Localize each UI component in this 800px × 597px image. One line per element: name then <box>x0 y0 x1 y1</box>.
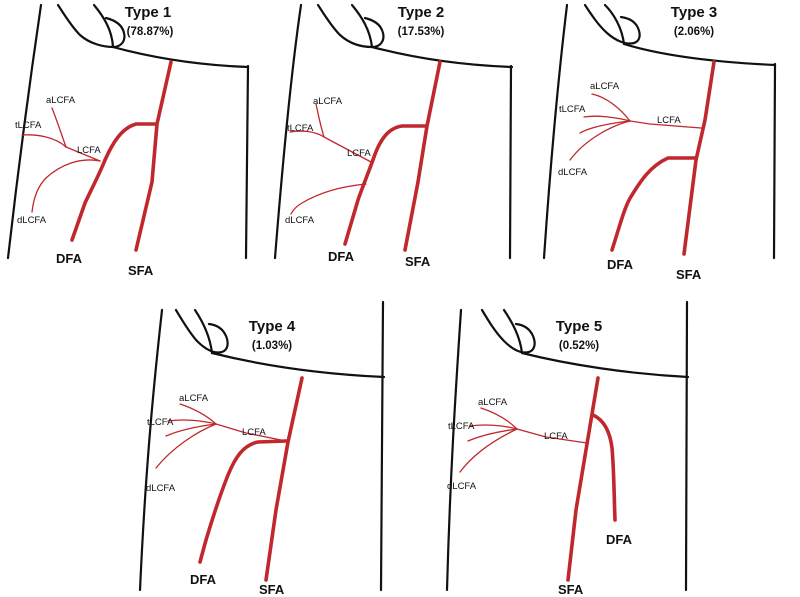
label-sfa: SFA <box>676 267 702 282</box>
tlcfa-vessel <box>583 115 631 122</box>
dlcfa-vessel <box>31 159 101 213</box>
alcfa-vessel <box>480 407 518 430</box>
tlcfa-branch-vessel <box>165 423 217 437</box>
panel-type-3: Type 3 (2.06%) aLCFA tLCFA LCFA dLCFA DF… <box>542 3 777 282</box>
dfa-vessel <box>343 124 428 246</box>
panel-percentage: (0.52%) <box>559 340 599 352</box>
sfa-vessel <box>264 376 304 582</box>
panel-type-2: Type 2 (17.53%) aLCFA tLCFA LCFA dLCFA D… <box>273 3 514 269</box>
label-lcfa: LCFA <box>242 427 266 438</box>
label-tlcfa: tLCFA <box>559 104 586 115</box>
lcfa-vessel <box>323 136 372 163</box>
label-tlcfa: tLCFA <box>15 120 42 131</box>
label-lcfa: LCFA <box>657 115 681 126</box>
anatomy-outline <box>138 300 386 592</box>
dlcfa-vessel <box>569 120 631 161</box>
panel-title: Type 2 <box>398 4 444 21</box>
sfa-vessel <box>566 376 600 582</box>
label-tlcfa: tLCFA <box>147 417 174 428</box>
lcfa-vessel <box>65 146 101 162</box>
sfa-vessel <box>134 60 173 252</box>
artery-tree <box>569 60 716 256</box>
sfa-vessel <box>682 60 716 256</box>
label-alcfa: aLCFA <box>313 96 343 107</box>
anatomy-outline <box>273 3 514 260</box>
dfa-vessel <box>198 439 288 564</box>
lcfa-vessel <box>516 428 588 444</box>
panel-type-5: Type 5 (0.52%) aLCFA tLCFA LCFA dLCFA DF… <box>445 300 690 597</box>
label-dfa: DFA <box>56 251 83 266</box>
panel-type-1: Type 1 (78.87%) aLCFA tLCFA LCFA dLCFA D… <box>6 3 250 278</box>
label-dfa: DFA <box>328 249 355 264</box>
alcfa-vessel <box>591 93 631 122</box>
label-dlcfa: dLCFA <box>558 167 588 178</box>
label-dfa: DFA <box>190 572 217 587</box>
panel-percentage: (1.03%) <box>252 340 292 352</box>
label-alcfa: aLCFA <box>590 81 620 92</box>
label-sfa: SFA <box>405 254 431 269</box>
dfa-vessel <box>70 122 158 242</box>
alcfa-vessel <box>51 107 67 148</box>
label-sfa: SFA <box>558 582 584 597</box>
tlcfa-vessel <box>469 424 518 430</box>
label-alcfa: aLCFA <box>46 95 76 106</box>
panel-percentage: (78.87%) <box>127 26 174 38</box>
dfa-vessel <box>591 413 617 522</box>
tlcfa-vessel <box>289 130 325 138</box>
label-dlcfa: dLCFA <box>447 481 477 492</box>
panel-title: Type 4 <box>249 318 296 335</box>
label-dlcfa: dLCFA <box>285 215 315 226</box>
label-sfa: SFA <box>128 263 154 278</box>
panel-percentage: (17.53%) <box>398 26 445 38</box>
dlcfa-vessel <box>155 423 217 469</box>
panel-percentage: (2.06%) <box>674 26 714 38</box>
artery-tree <box>21 60 173 252</box>
label-tlcfa: tLCFA <box>287 123 314 134</box>
label-sfa: SFA <box>259 582 285 597</box>
label-alcfa: aLCFA <box>179 393 209 404</box>
lcfa-vessel <box>629 120 702 129</box>
label-tlcfa: tLCFA <box>448 421 475 432</box>
dfa-vessel <box>610 156 698 252</box>
artery-tree <box>459 376 617 582</box>
label-dfa: DFA <box>607 257 634 272</box>
alcfa-vessel <box>179 403 217 425</box>
artery-tree <box>289 60 442 252</box>
anatomy-outline <box>542 3 777 260</box>
tlcfa-branch-vessel <box>579 120 631 134</box>
label-lcfa: LCFA <box>77 145 101 156</box>
label-lcfa: LCFA <box>347 148 371 159</box>
tlcfa-vessel <box>21 134 67 148</box>
dlcfa-vessel <box>459 428 518 473</box>
label-lcfa: LCFA <box>544 431 568 442</box>
sfa-vessel <box>403 60 442 252</box>
panel-title: Type 3 <box>671 4 717 21</box>
anatomy-outline <box>6 3 250 260</box>
dlcfa-vessel <box>290 183 367 215</box>
label-dfa: DFA <box>606 532 633 547</box>
tlcfa-vessel <box>167 419 217 425</box>
label-alcfa: aLCFA <box>478 397 508 408</box>
lcfa-vessel <box>215 423 287 442</box>
anatomy-outline <box>445 300 690 592</box>
artery-tree <box>155 376 304 582</box>
panel-title: Type 1 <box>125 4 171 21</box>
panel-type-4: Type 4 (1.03%) aLCFA tLCFA LCFA dLCFA DF… <box>138 300 386 597</box>
panel-title: Type 5 <box>556 318 602 335</box>
label-dlcfa: dLCFA <box>17 215 47 226</box>
alcfa-vessel <box>315 103 325 138</box>
tlcfa-branch-vessel <box>467 428 518 442</box>
label-dlcfa: dLCFA <box>146 483 176 494</box>
